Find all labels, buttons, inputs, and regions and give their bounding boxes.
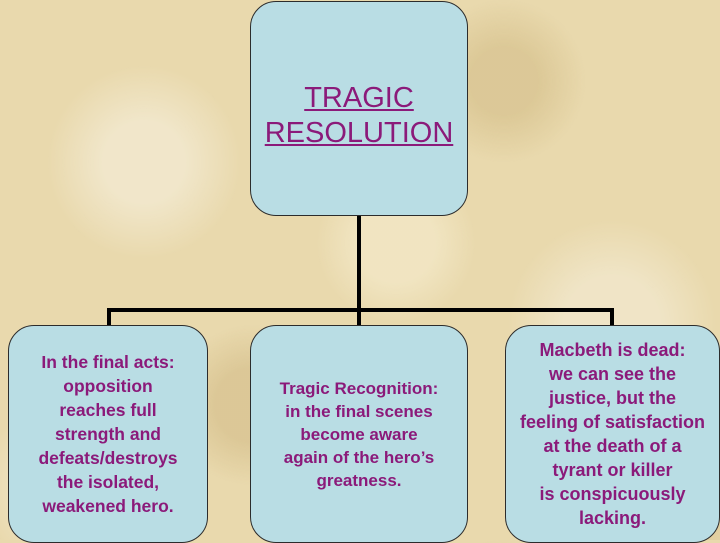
root-stem-line (357, 216, 361, 312)
root-node-tragic-resolution: TRAGIC RESOLUTION (250, 1, 468, 216)
root-title-line1: TRAGIC (304, 81, 414, 114)
child-node-tragic-recognition: Tragic Recognition: in the final scenes … (250, 325, 468, 543)
branch-line-left (107, 308, 111, 326)
child-node-macbeth-dead: Macbeth is dead: we can see the justice,… (505, 325, 720, 543)
root-title: TRAGIC RESOLUTION (265, 81, 454, 151)
child-node-text: Macbeth is dead: we can see the justice,… (519, 340, 706, 528)
branch-line-right (610, 308, 614, 326)
root-title-line2: RESOLUTION (264, 116, 454, 149)
child-node-text: Tragic Recognition: in the final scenes … (279, 378, 439, 490)
branch-line-center (357, 308, 361, 326)
child-node-final-acts: In the final acts: opposition reaches fu… (8, 325, 208, 543)
child-node-text: In the final acts: opposition reaches fu… (38, 352, 178, 516)
